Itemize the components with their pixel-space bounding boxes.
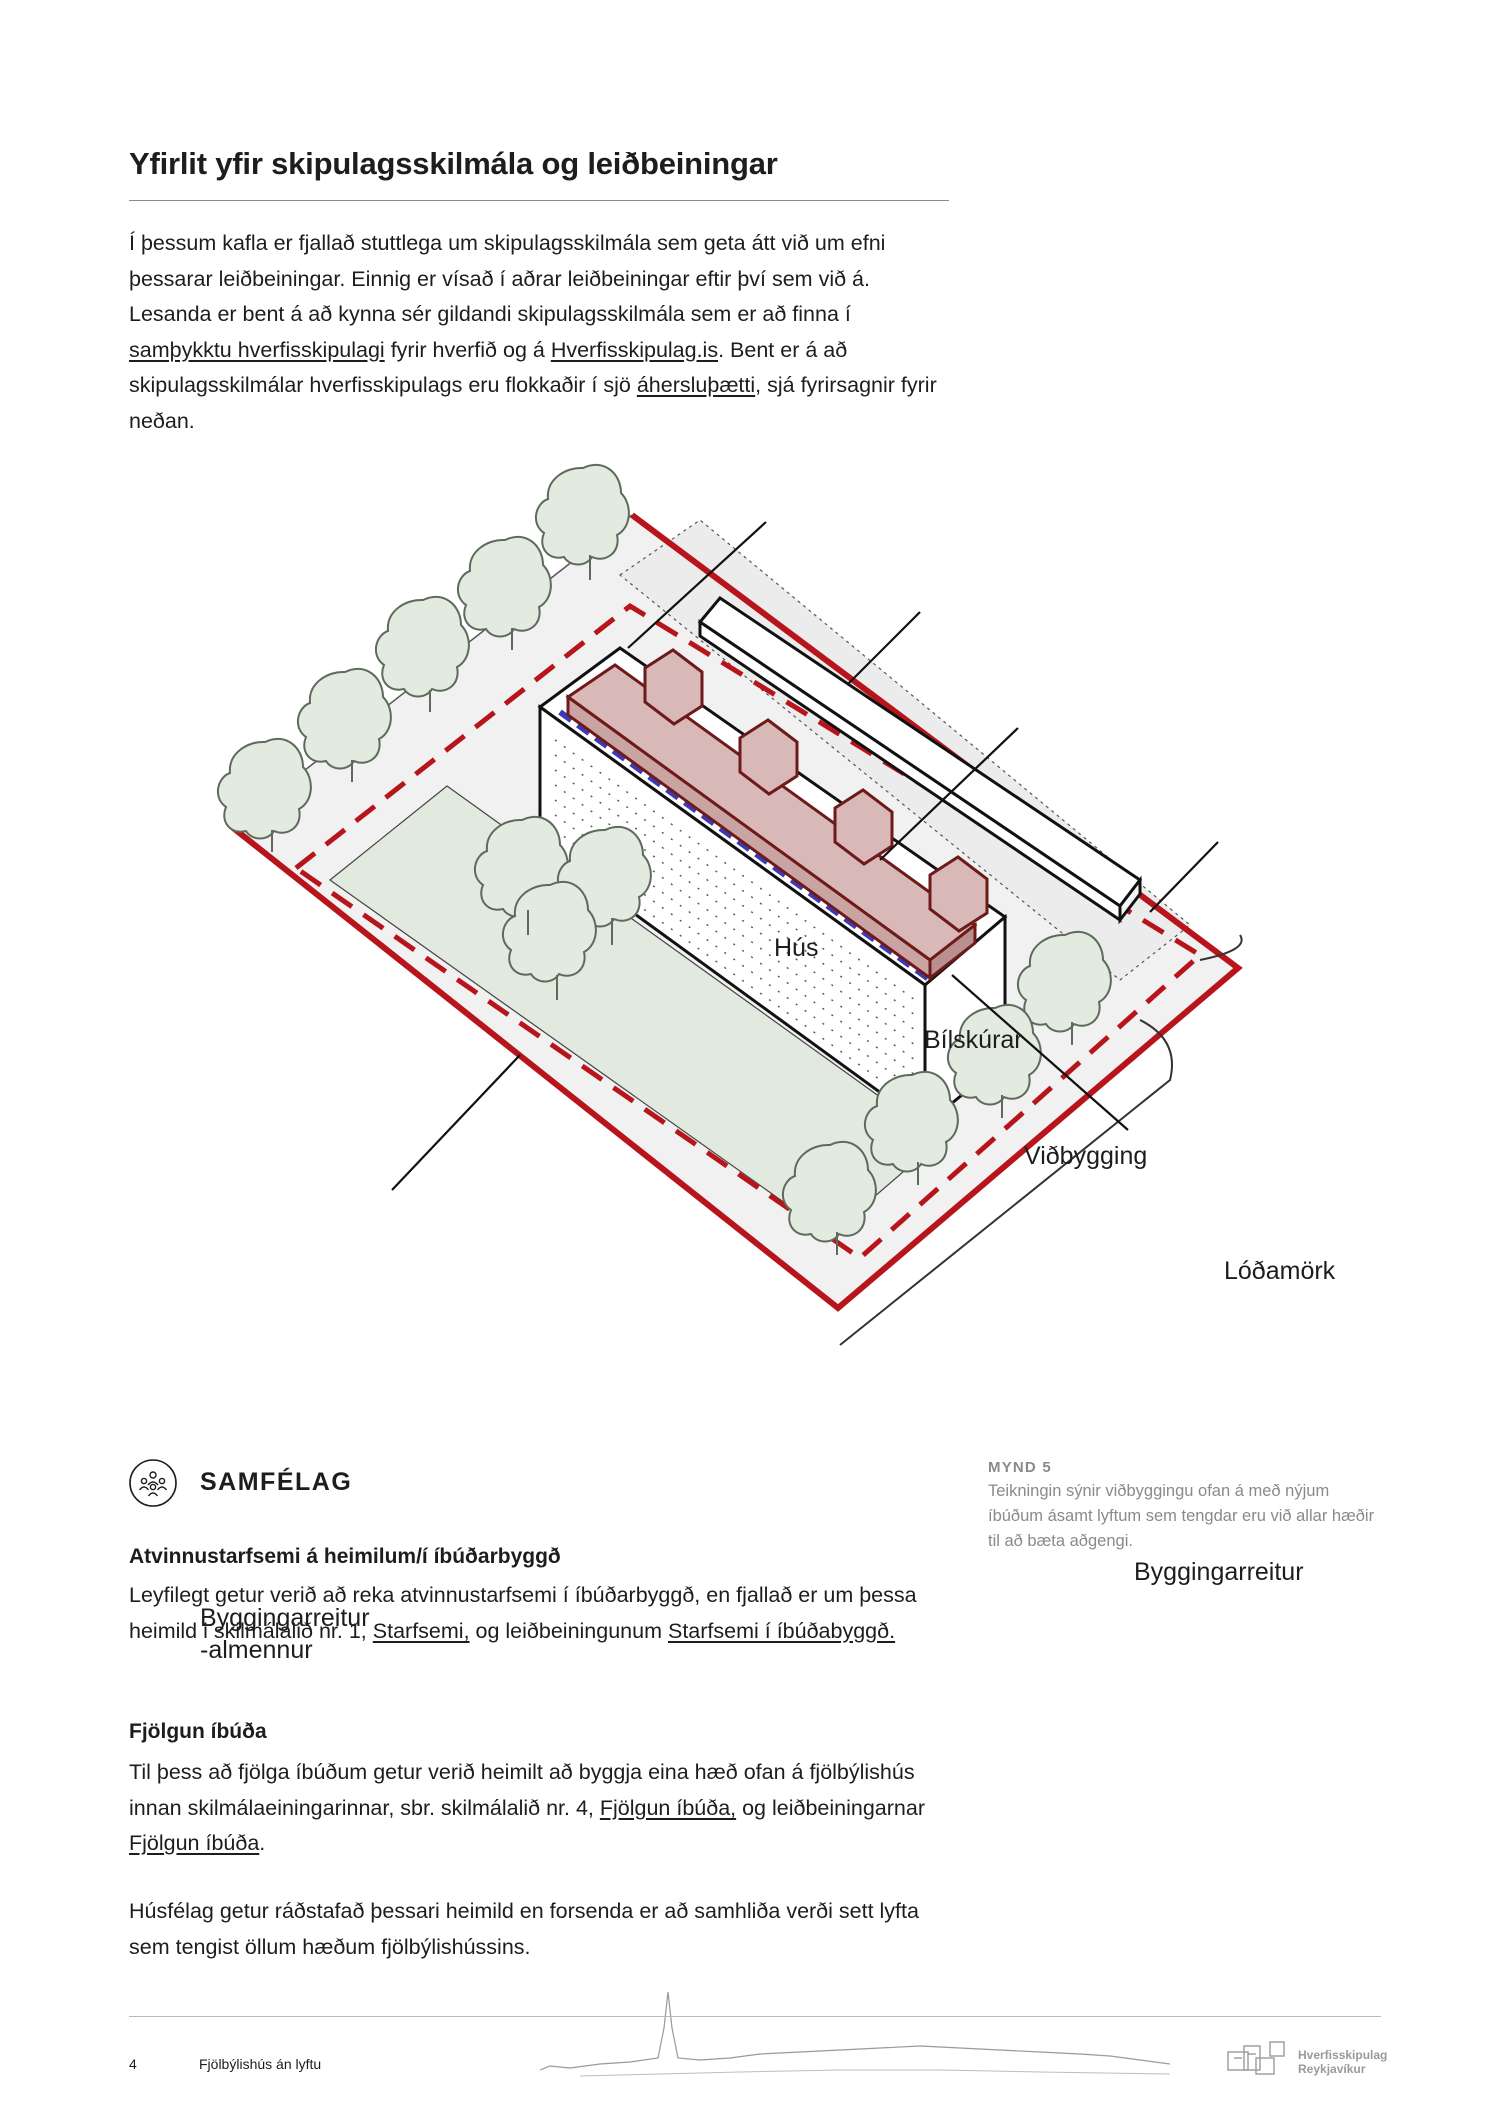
tree-11: [863, 1070, 959, 1173]
label-vidbygging: Viðbygging: [1024, 1142, 1148, 1170]
logo-line-1: Hverfisskipulag: [1298, 2048, 1388, 2062]
trees: [216, 463, 1112, 1243]
label-lodamork: Lóðamörk: [1224, 1257, 1336, 1285]
tree-12: [781, 1140, 877, 1243]
paragraph-atvinnustarfsemi: Leyfilegt getur verið að reka atvinnusta…: [129, 1578, 959, 1649]
figure-caption: MYND 5 Teikningin sýnir viðbyggingu ofan…: [988, 1457, 1378, 1554]
tree-8: [501, 880, 597, 983]
link-fjolgun-ibuda-skilmali[interactable]: Fjölgun íbúða,: [599, 1795, 737, 1820]
tree-9: [1016, 930, 1112, 1033]
paragraph-husfelag: Húsfélag getur ráðstafað þessari heimild…: [129, 1899, 919, 1959]
heading-atvinnustarfsemi: Atvinnustarfsemi á heimilum/í íbúðarbygg…: [129, 1545, 561, 1568]
intro-text-2: fyrir hverfið og á: [384, 337, 551, 362]
link-hverfisskipulag-approved[interactable]: samþykktu hverfisskipulagi: [129, 337, 385, 362]
leader-vidbygging: [879, 727, 1019, 861]
fjolgun-text-2: og leiðbeiningarnar: [736, 1795, 925, 1820]
fjolgun-text-3: .: [259, 1831, 266, 1855]
tree-3: [374, 595, 470, 698]
link-aherslupaetti[interactable]: áhersluþætti: [636, 373, 756, 397]
fjolgun-text-1: Til þess að fjölga íbúðum getur verið he…: [129, 1760, 915, 1820]
leader-lodamork: [1149, 841, 1219, 913]
skyline-illustration: [540, 1991, 1170, 2077]
page-title: Yfirlit yfir skipulagsskilmála og leiðbe…: [129, 146, 778, 181]
site-plan-illustration: [216, 463, 1243, 1346]
theme-heading: SAMFÉLAG: [200, 1468, 353, 1496]
link-fjolgun-ibuda-leidbeiningar[interactable]: Fjölgun íbúða: [129, 1831, 260, 1855]
atvinnu-text-1: Leyfilegt getur verið að reka atvinnusta…: [129, 1583, 917, 1643]
label-byggingarreitur: Byggingarreitur: [1134, 1558, 1304, 1586]
footer-divider: [129, 2016, 1381, 2017]
title-divider: [129, 200, 949, 201]
tree-1: [534, 463, 630, 566]
intro-text-4: , sjá fyrirsagnir fyrir neðan.: [129, 373, 937, 433]
intro-text-1: Í þessum kafla er fjallað stuttlega um s…: [129, 231, 886, 326]
leader-byggingarreitur: [951, 974, 1129, 1131]
leader-hus: [627, 521, 767, 649]
site-plan-figure: Hús Bílskúrar Viðbygging Lóðamörk Byggin…: [0, 440, 1500, 1664]
logo-wordmark: Hverfisskipulag Reykjavíkur: [1298, 2048, 1387, 2076]
tree-5: [216, 737, 312, 840]
footer-document-title: Fjölbýlishús án lyftu: [199, 2056, 322, 2072]
paragraph-fjolgun-ibuda: Til þess að fjölga íbúðum getur verið he…: [129, 1755, 959, 1862]
caption-label: MYND 5: [988, 1459, 1052, 1476]
atvinnu-text-2: og leiðbeiningunum: [469, 1618, 668, 1643]
caption-text: Teikningin sýnir viðbyggingu ofan á með …: [988, 1482, 1375, 1550]
tree-4: [296, 667, 392, 770]
heading-fjolgun-ibuda: Fjölgun íbúða: [129, 1720, 267, 1743]
link-starfsemi-ibudabyggd[interactable]: Starfsemi í íbúðabyggð.: [667, 1618, 896, 1643]
link-starfsemi[interactable]: Starfsemi,: [372, 1618, 470, 1643]
tree-10: [946, 1003, 1042, 1106]
intro-text-3: . Bent er á að skipulagsskilmálar hverfi…: [129, 337, 848, 398]
label-bilskurar: Bílskúrar: [924, 1026, 1023, 1054]
link-hverfisskipulag-is[interactable]: Hverfisskipulag.is: [550, 337, 719, 362]
hverfisskipulag-logo-icon: [1227, 2041, 1285, 2075]
page-number: 4: [129, 2056, 137, 2072]
label-hus: Hús: [774, 934, 819, 962]
logo-line-2: Reykjavíkur: [1298, 2062, 1366, 2076]
extension-block: [565, 648, 989, 982]
label-byggingarreitur-almennur: Byggingarreitur -almennur: [200, 1604, 370, 1664]
garage-block: [697, 596, 1143, 925]
byggingarreitur-almennur-boundary: [291, 602, 1205, 1262]
leader-almennur: [391, 1054, 521, 1191]
intro-paragraph: Í þessum kafla er fjallað stuttlega um s…: [129, 226, 949, 439]
leader-bilskurar: [847, 611, 921, 685]
tree-2: [456, 535, 552, 638]
people-icon: [129, 1459, 177, 1507]
